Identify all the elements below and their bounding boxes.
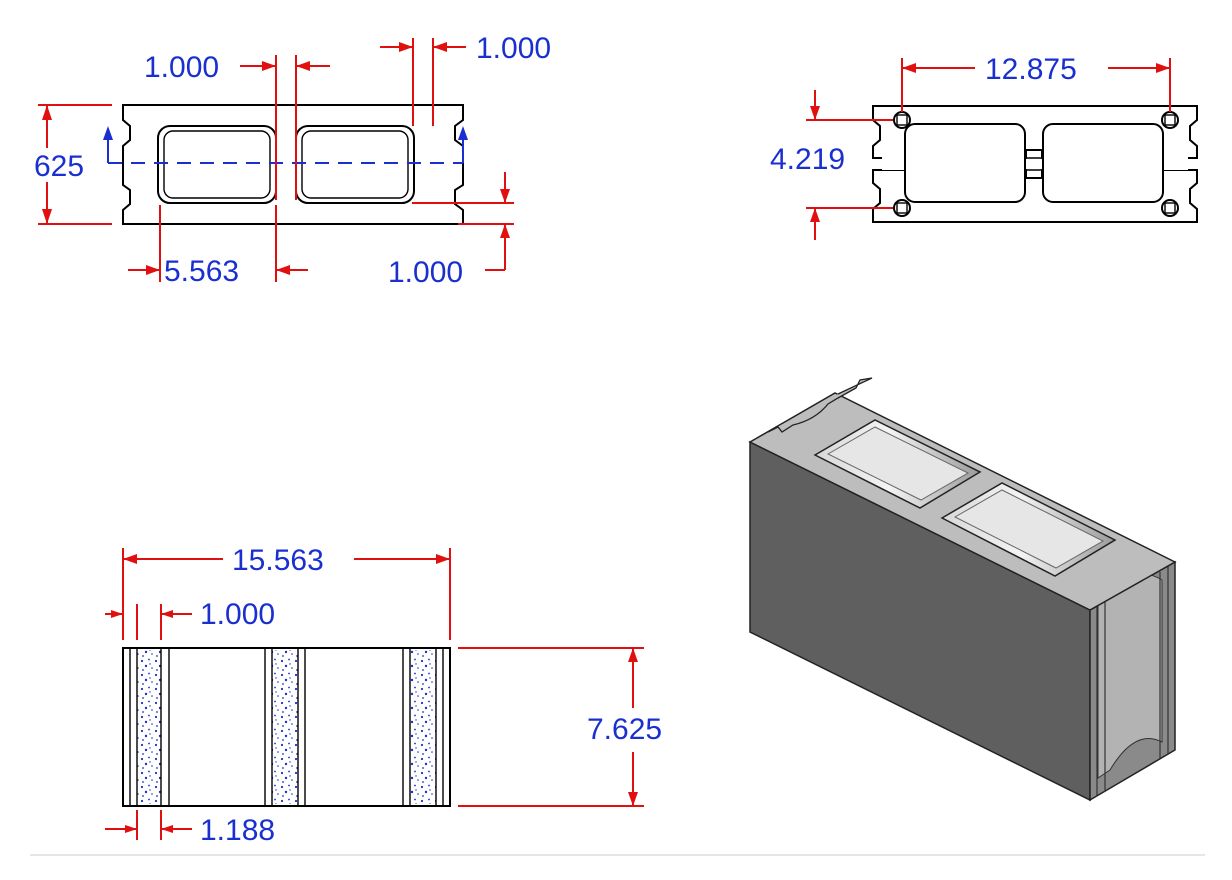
section-cut-right-arrow [458,126,468,140]
dim-cut-height: 4.219 [770,143,845,176]
dim-arrow [125,825,137,833]
top-core-left-inner [163,130,271,199]
dim-arrow [500,224,510,238]
dim-arrow [500,189,510,203]
dim-arrow [628,792,638,806]
dim-arrow [628,648,638,662]
section-bolt [893,111,911,129]
dim-top-cell-width: 5.563 [164,255,239,288]
isometric-view [748,377,1177,802]
section-gap-left [882,150,904,170]
section-gap-right [1164,150,1188,170]
dim-arrow [1156,63,1170,73]
dim-front-bottom: 1.188 [200,814,275,847]
front-view: 15.563 1.000 7.625 1.188 [105,544,662,847]
dim-arrow [276,265,290,275]
front-shell-right [410,650,436,804]
top-core-left [157,125,277,204]
dim-arrow [399,42,413,52]
dim-top-web-right: 1.000 [476,32,551,65]
section-bolt [1161,111,1179,129]
dim-arrow [42,209,52,224]
iso-core-right-depth [953,489,1105,569]
dim-arrow [42,105,52,120]
dim-arrow [161,610,173,618]
dim-front-length: 15.563 [232,544,324,577]
dim-arrow [161,825,173,833]
dim-cut-length: 12.875 [985,53,1077,86]
section-cut-left-arrow [103,126,113,140]
dim-arrow [146,265,160,275]
iso-core-left-depth [826,426,970,501]
dim-arrow [296,61,310,71]
dim-top-web-left: 1.000 [144,51,219,84]
dim-arrow [902,63,916,73]
section-core-right [1042,123,1164,203]
section-core-left [904,123,1026,203]
dim-arrow [810,106,820,120]
front-shell-middle [272,650,298,804]
dim-top-height: 625 [34,150,84,183]
dim-arrow [262,61,276,71]
dim-front-shell: 1.000 [200,598,275,631]
dim-arrow [810,208,820,222]
dim-arrow [436,554,450,564]
section-bolt [1161,199,1179,217]
dim-front-height: 7.625 [587,713,662,746]
section-view: 12.875 4.219 [770,53,1198,240]
dim-text-mask [30,148,96,182]
iso-far-notch [767,377,873,433]
dim-top-face-shell: 1.000 [388,256,463,289]
top-core-right-inner [301,130,409,199]
section-bolt [893,199,911,217]
top-view: 1.000 1.000 625 5.563 1.000 [30,32,551,289]
top-core-right [295,125,415,204]
dim-arrow [111,610,123,618]
dim-arrow [433,42,447,52]
front-shell-left [137,650,161,804]
dim-arrow [123,554,137,564]
